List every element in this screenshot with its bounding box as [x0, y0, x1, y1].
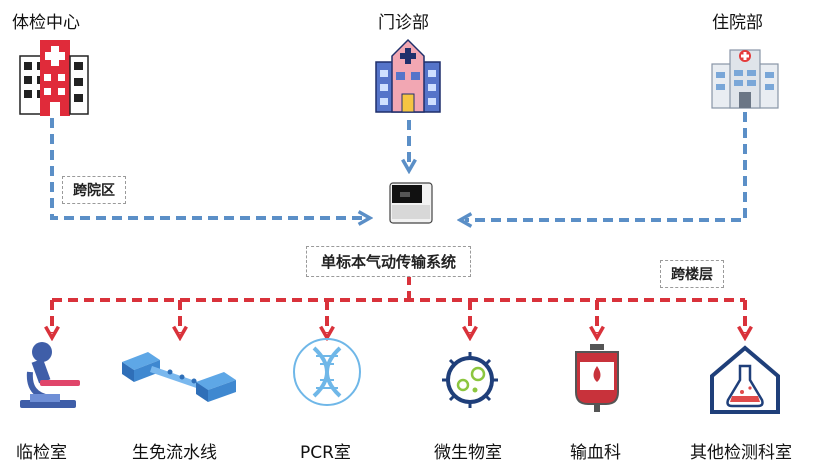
microbe-icon [442, 352, 498, 408]
dest-label-weishengwu: 微生物室 [434, 443, 502, 463]
dna-icon [293, 338, 361, 406]
hospital-red-icon [19, 40, 89, 116]
source-label-tijian: 体检中心 [12, 13, 80, 33]
connector-left [50, 118, 365, 218]
cross-floor-tag: 跨楼层 [660, 260, 724, 288]
pneumatic-station-icon [389, 182, 433, 224]
blue-connectors [50, 112, 747, 220]
red-connectors [52, 275, 745, 333]
clinic-building-icon [375, 38, 441, 113]
microscope-icon [20, 342, 80, 408]
inpatient-building-icon [711, 49, 779, 109]
lab-house-icon [710, 345, 780, 414]
cross-campus-tag: 跨院区 [62, 176, 126, 204]
center-label: 单标本气动传输系统 [306, 246, 472, 277]
source-label-menzhen: 门诊部 [378, 13, 429, 33]
source-label-zhuyuan: 住院部 [712, 13, 763, 33]
dest-label-shuxue: 输血科 [570, 443, 621, 463]
assembly-line-icon [122, 352, 236, 402]
dest-label-linjian: 临检室 [16, 443, 67, 463]
blood-bag-icon [575, 344, 619, 412]
connector-right [465, 112, 747, 220]
dest-label-shengmian: 生免流水线 [132, 443, 217, 463]
dest-label-qita: 其他检测科室 [690, 443, 792, 463]
dest-label-pcr: PCR室 [300, 443, 351, 463]
